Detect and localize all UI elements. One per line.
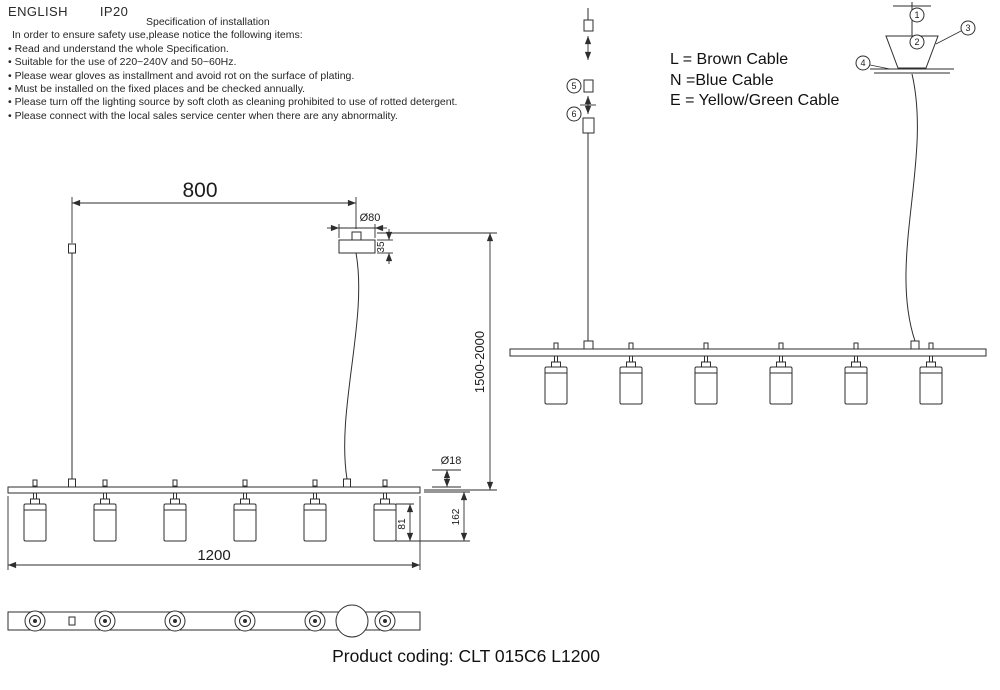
callout-1-number: 1 [914, 10, 919, 20]
ip-rating: IP20 [99, 4, 129, 19]
dimension-suspension-range [377, 232, 497, 491]
dimension-shade-height [396, 503, 414, 541]
canopy-nub [351, 231, 362, 241]
legend-live: L = Brown Cable [670, 51, 789, 68]
spot-top-view [304, 610, 326, 632]
side-view [509, 8, 987, 405]
gripper-top-view [68, 616, 76, 626]
front-view-dimensions: 800 Ø80 35 [7, 179, 497, 570]
dimension-stem-diameter [432, 469, 461, 488]
spec-item: Please turn off the lighting source by s… [8, 96, 508, 109]
power-cable [344, 252, 360, 480]
canopy-top-view [335, 604, 369, 638]
ceiling-canopy [338, 239, 376, 254]
dim-stem-diameter-label: Ø18 [441, 455, 462, 467]
dim-canopy-height-label: 35 [376, 241, 387, 253]
cable-legend: L = Brown Cable N =Blue Cable E = Yellow… [670, 50, 839, 112]
leader-line [869, 64, 891, 70]
callout-3 [960, 20, 976, 36]
legend-earth: E = Yellow/Green Cable [670, 92, 840, 109]
callout-4 [855, 55, 871, 71]
spec-intro: In order to ensure safety use,please not… [12, 29, 303, 42]
spot-top-view [374, 610, 396, 632]
callout-2 [909, 34, 925, 50]
cable-bar-gripper [343, 478, 351, 488]
specification-block: Specification of installation In order t… [8, 16, 508, 123]
dim-800-label: 800 [182, 179, 217, 202]
callout-4-number: 4 [860, 58, 865, 68]
spec-item: Please connect with the local sales serv… [8, 110, 508, 123]
gripper-cylinder [582, 117, 595, 134]
dim-1200-label: 1200 [197, 547, 230, 564]
fixture-bar [7, 486, 421, 494]
callout-6-number: 6 [571, 109, 576, 119]
dimension-800 [71, 197, 357, 243]
front-view [7, 231, 421, 542]
dim-drop-height-label: 162 [451, 508, 462, 525]
callout-1 [909, 7, 925, 23]
cable-bar-gripper [910, 340, 920, 350]
spot-top-view [164, 610, 186, 632]
dim-canopy-diameter-label: Ø80 [360, 212, 381, 224]
legend-neutral: N =Blue Cable [670, 71, 774, 89]
spot-top-view [24, 610, 46, 632]
callout-3-number: 3 [965, 23, 970, 33]
dimension-canopy-height [377, 229, 393, 264]
spec-item: Suitable for the use of 220~240V and 50~… [8, 56, 508, 69]
wire-top-fitting [68, 243, 76, 254]
spec-item: Read and understand the whole Specificat… [8, 43, 508, 56]
ceiling-hook-fitting [583, 19, 594, 32]
wire-bar-gripper [68, 478, 76, 488]
sheet-header: ENGLISH IP20 [8, 4, 128, 19]
spot-top-view [234, 610, 256, 632]
callout-2-number: 2 [914, 37, 919, 47]
dimension-drop-height [396, 491, 470, 542]
leader-line [935, 30, 962, 45]
fixture-bar-side [509, 348, 987, 357]
ceiling-mount-detail [855, 2, 976, 74]
dimension-canopy-diameter [327, 224, 387, 238]
dim-suspension-range-label: 1500-2000 [472, 331, 487, 393]
top-view [7, 604, 421, 638]
language-label: ENGLISH [8, 4, 68, 19]
callout-5-number: 5 [571, 81, 576, 91]
callout-6 [566, 106, 582, 122]
dim-shade-height-label: 81 [397, 518, 408, 530]
spec-title: Specification of installation [146, 16, 270, 28]
spec-item: Must be installed on the fixed places an… [8, 83, 508, 96]
cable-gripper-part [583, 79, 594, 93]
product-coding: Product coding: CLT 015C6 L1200 [332, 646, 600, 666]
spot-top-view [94, 610, 116, 632]
callout-5 [566, 78, 582, 94]
dimension-1200 [7, 496, 421, 570]
wire-bar-gripper [583, 340, 594, 350]
spec-item: Please wear gloves as installment and av… [8, 70, 508, 83]
power-cable-side [905, 73, 918, 342]
